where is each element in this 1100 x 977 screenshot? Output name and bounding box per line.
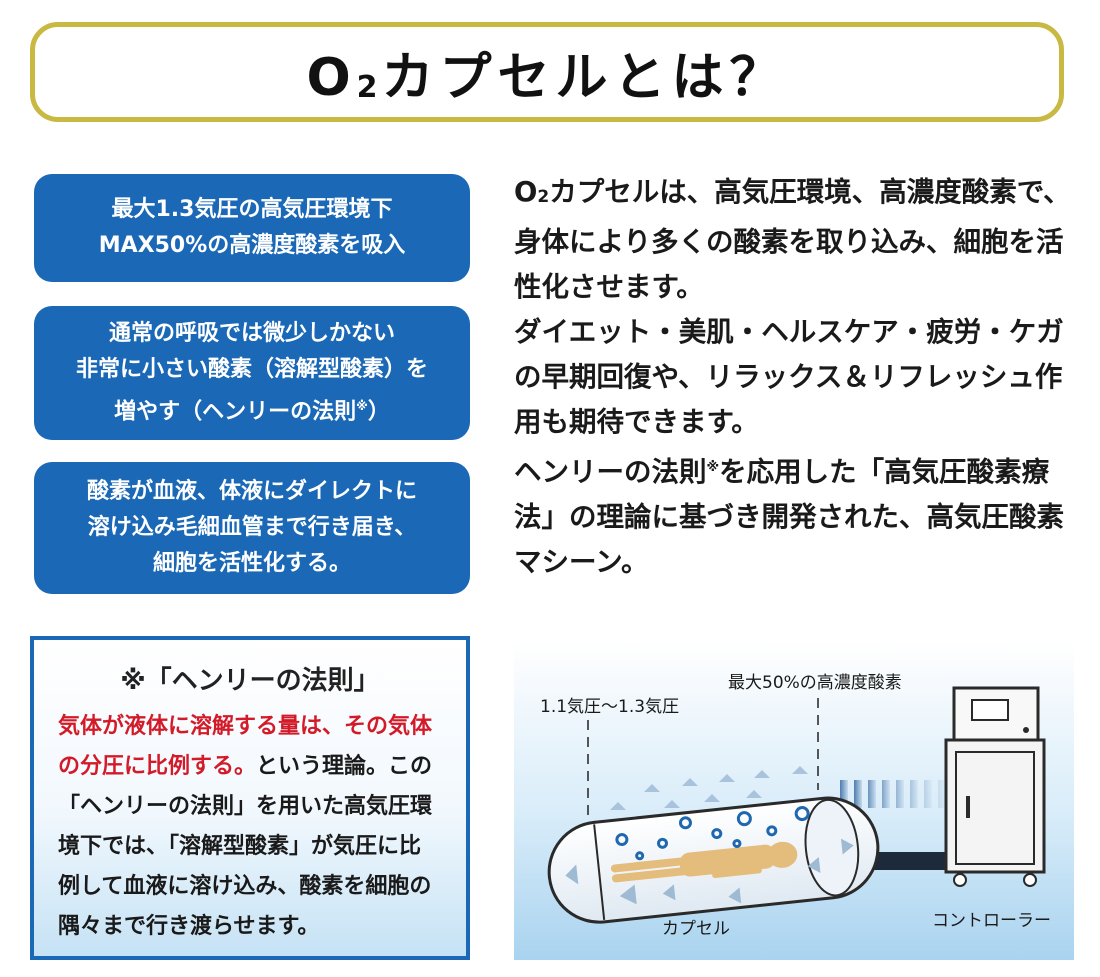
feature-pill-cell-activation: 酸素が血液、体液にダイレクトに 溶け込み毛細血管まで行き届き、 細胞を活性化する… bbox=[34, 462, 470, 594]
page-title: O2カプセルとは？ bbox=[306, 47, 788, 108]
feature-pill-pressure: 最大1.3気圧の高気圧環境下 MAX50%の高濃度酸素を吸入 bbox=[34, 174, 470, 282]
henry-law-title: ※「ヘンリーの法則」 bbox=[120, 666, 380, 696]
description-paragraph-2: ダイエット・美肌・ヘルスケア・疲労・ケガの早期回復や、リラックス＆リフレッシュ作… bbox=[514, 316, 1064, 438]
capsule-diagram-art bbox=[547, 686, 1046, 924]
feature-line: 通常の呼吸では微少しかない bbox=[108, 320, 395, 346]
connection-hose bbox=[860, 852, 946, 870]
description-paragraph-3: ヘンリーの法則※を応用した「高気圧酸素療法」の理論に基づき開発された、高気圧酸素… bbox=[514, 456, 1064, 579]
person-icon bbox=[610, 841, 798, 883]
feature-line: 増やす（ヘンリーの法則※） bbox=[114, 398, 390, 425]
title-box: O2カプセルとは？ bbox=[30, 22, 1064, 122]
feature-line: 酸素が血液、体液にダイレクトに bbox=[86, 479, 417, 504]
description-text: O2カプセルは、高気圧環境、高濃度酸素で、身体により多くの酸素を取り込み、細胞を… bbox=[514, 170, 1080, 585]
description-paragraph-1: O2カプセルは、高気圧環境、高濃度酸素で、身体により多くの酸素を取り込み、細胞を… bbox=[514, 176, 1071, 303]
feature-line: 非常に小さい酸素（溶解型酸素）を bbox=[75, 356, 428, 382]
feature-line: MAX50%の高濃度酸素を吸入 bbox=[98, 233, 406, 258]
oxygen-label: 最大50%の高濃度酸素 bbox=[728, 673, 902, 693]
controller-icon bbox=[944, 686, 1046, 887]
feature-line: 最大1.3気圧の高気圧環境下 bbox=[111, 197, 393, 222]
capsule-diagram: 1.1気圧〜1.3気圧 最大50%の高濃度酸素 カプセル コントローラー bbox=[514, 640, 1074, 960]
feature-line: 細胞を活性化する。 bbox=[152, 551, 351, 576]
capsule-icon bbox=[547, 796, 880, 924]
pressure-label: 1.1気圧〜1.3気圧 bbox=[540, 697, 680, 717]
rising-arrows-icon bbox=[610, 766, 808, 810]
feature-pill-dissolved-oxygen: 通常の呼吸では微少しかない 非常に小さい酸素（溶解型酸素）を 増やす（ヘンリーの… bbox=[34, 306, 470, 440]
henry-law-box: ※「ヘンリーの法則」 気体が液体に溶解する量は、その気体の分圧に比例する。という… bbox=[30, 636, 470, 960]
feature-line: 溶け込み毛細血管まで行き届き、 bbox=[87, 515, 417, 540]
henry-law-body: 気体が液体に溶解する量は、その気体の分圧に比例する。という理論。この「ヘンリーの… bbox=[58, 714, 433, 939]
oxygen-flow-icon bbox=[840, 780, 946, 808]
capsule-label: カプセル bbox=[662, 919, 730, 939]
oxygen-bubbles-icon bbox=[615, 806, 810, 861]
controller-label: コントローラー bbox=[932, 911, 1051, 931]
pressure-arrows-icon bbox=[565, 838, 854, 905]
henry-law-definition: 気体が液体に溶解する量は、その気体の分圧に比例する。 bbox=[58, 714, 433, 779]
